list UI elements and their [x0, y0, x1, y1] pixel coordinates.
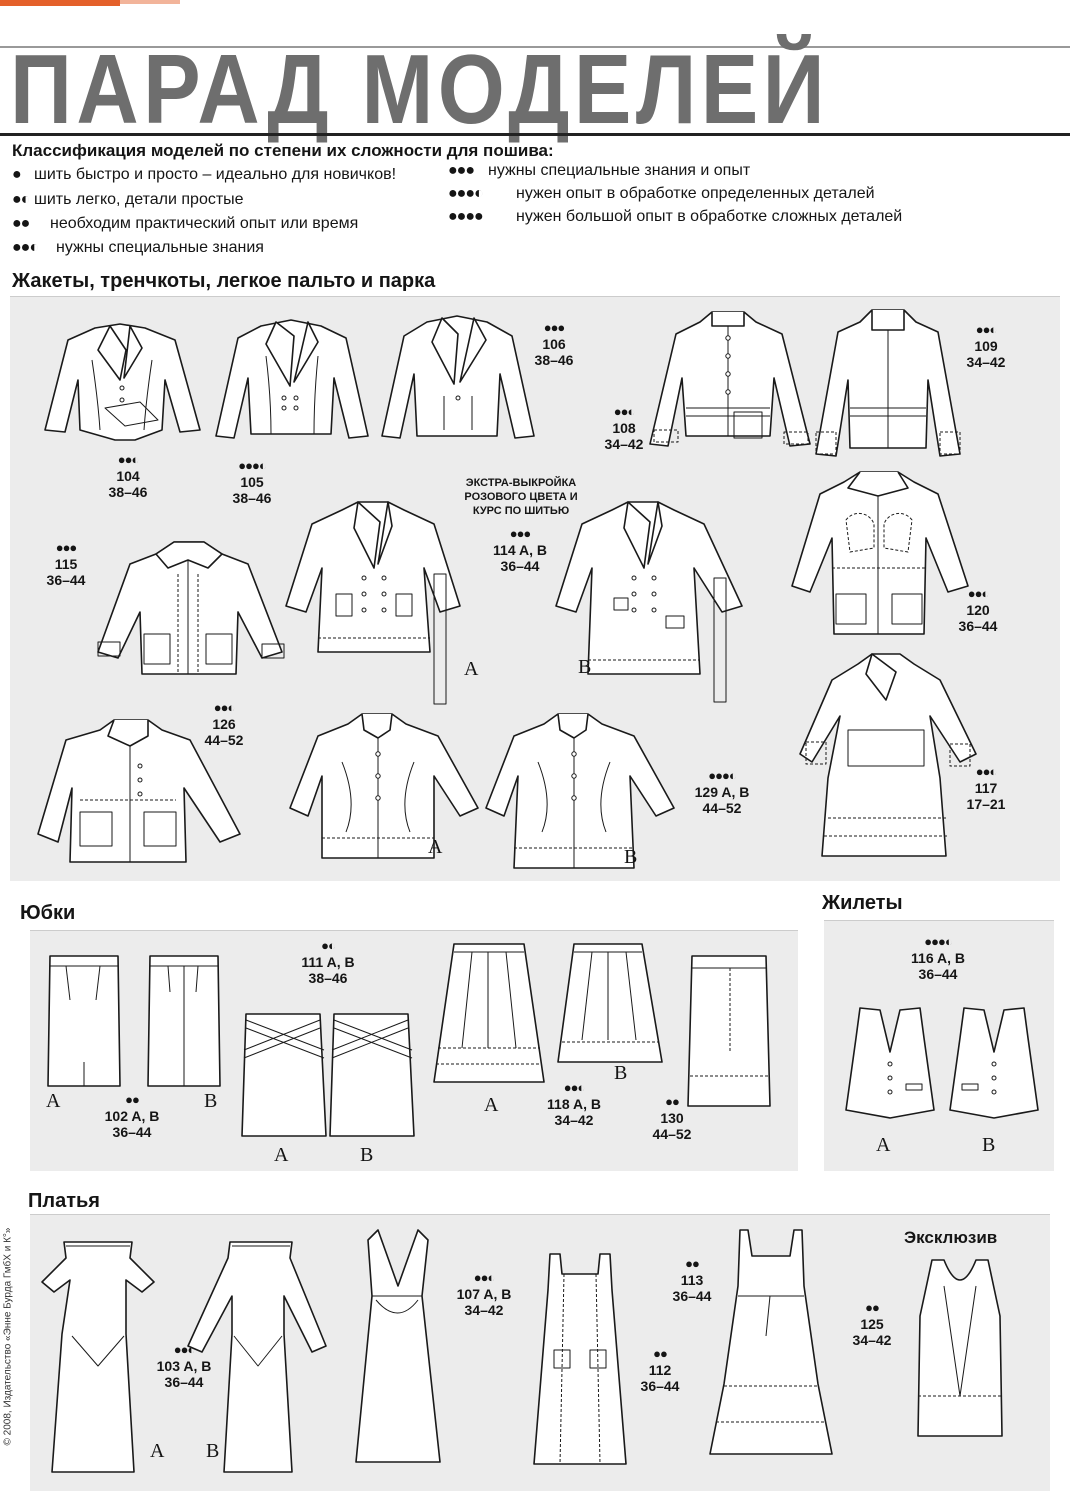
- legend-item: ●◐шить легко, детали простые: [12, 191, 244, 208]
- variant-letter-a: A: [150, 1440, 165, 1462]
- variant-letter-b: B: [204, 1090, 218, 1112]
- variant-letter-b: B: [206, 1440, 220, 1462]
- variant-letter-a: A: [464, 658, 479, 680]
- legend-item: ●●◐нужны специальные знания: [12, 239, 264, 256]
- page-title: ПАРАД МОДЕЛЕЙ: [10, 34, 830, 144]
- variant-letter-b: B: [624, 846, 638, 868]
- top-color-strip: [0, 0, 120, 6]
- legend-item: ●●●●нужен большой опыт в обработке сложн…: [448, 208, 903, 225]
- legend-item: ●шить быстро и просто – идеально для нов…: [12, 166, 397, 183]
- exclusive-label: Эксклюзив: [904, 1228, 998, 1247]
- legend-heading: Классификация моделей по степени их слож…: [12, 141, 554, 160]
- top-color-strip-light: [120, 0, 180, 4]
- variant-letter-b: B: [578, 656, 592, 678]
- variant-letter-a: A: [484, 1094, 499, 1116]
- section-title-vests: Жилеты: [822, 892, 903, 914]
- legend-item: ●●необходим практический опыт или время: [12, 215, 359, 232]
- variant-letter-b: B: [982, 1134, 996, 1156]
- variant-letter-a: A: [876, 1134, 891, 1156]
- legend-item: ●●●◐нужен опыт в обработке определенных …: [448, 185, 875, 202]
- section-title-dresses: Платья: [28, 1190, 100, 1212]
- top-rule: [0, 46, 1070, 48]
- variant-letter-a: A: [46, 1090, 61, 1112]
- copyright-side-text: © 2008, Издательство «Энне Бурда ГмбХ и …: [2, 1227, 14, 1446]
- section-title-skirts: Юбки: [20, 902, 76, 924]
- extra-pattern-note: ЭКСТРА-ВЫКРОЙКА РОЗОВОГО ЦВЕТА И КУРС ПО…: [464, 477, 578, 517]
- legend-item: ●●●нужны специальные знания и опыт: [448, 162, 751, 179]
- variant-letter-b: B: [360, 1144, 374, 1166]
- variant-letter-b: B: [614, 1062, 628, 1084]
- section-title-jackets: Жакеты, тренчкоты, легкое пальто и парка: [12, 270, 436, 292]
- variant-letter-a: A: [428, 836, 443, 858]
- variant-letter-a: A: [274, 1144, 289, 1166]
- title-rule: [0, 133, 1070, 136]
